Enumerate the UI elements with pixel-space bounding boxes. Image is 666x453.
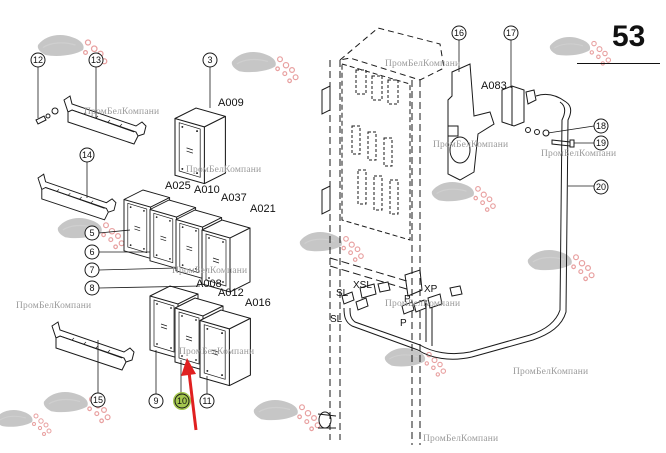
svg-text:10: 10 [177,396,187,406]
watermark-text: ПромБелКомпани [385,299,461,309]
connector-label-xsl: XSL [353,280,372,291]
bracket-part-13 [63,95,147,145]
watermark-text: ПромБелКомпани [513,367,589,377]
watermark-text: ПромБелКомпани [186,165,262,175]
washers-part-18 [525,127,550,137]
svg-text:17: 17 [506,28,516,38]
part-code-a012: A012 [218,287,244,299]
part-code-a037: A037 [221,192,247,204]
leader-lines [37,40,595,396]
callout-12[interactable]: 12 [30,52,46,68]
svg-text:9: 9 [153,396,158,406]
watermark-text: ПромБелКомпани [423,434,499,444]
part-code-a008: A008 [196,278,222,290]
callout-3[interactable]: 3 [202,52,218,68]
chassis-frame [317,27,445,445]
watermark-text: ПромБелКомпани [172,266,248,276]
callout-16[interactable]: 16 [451,25,467,41]
screw-part-12 [35,107,59,125]
part-code-a025: A025 [165,180,191,192]
callout-11[interactable]: 11 [199,393,215,409]
callout-19[interactable]: 19 [593,135,609,151]
part-code-a016: A016 [245,297,271,309]
svg-text:19: 19 [596,138,606,148]
bolt-part-19 [551,139,575,148]
red-arrow-indicator [181,358,198,431]
svg-text:11: 11 [202,396,211,406]
svg-text:12: 12 [33,55,43,65]
bracket-part-16 [447,63,495,181]
callout-18[interactable]: 18 [593,118,609,134]
bracket-part-15 [51,321,135,371]
svg-text:6: 6 [89,247,94,257]
svg-text:8: 8 [89,283,94,293]
svg-text:14: 14 [82,150,92,160]
svg-text:18: 18 [596,121,606,131]
part-code-a009: A009 [218,97,244,109]
connector-label-xp: XP [424,284,438,295]
svg-text:15: 15 [93,395,103,405]
svg-text:7: 7 [89,265,94,275]
page-number: 53 [612,20,646,53]
connector-label-sl-bottom: SL [330,314,343,325]
svg-text:20: 20 [596,182,606,192]
callout-13[interactable]: 13 [88,52,104,68]
part-code-a021: A021 [250,203,276,215]
watermark-text: ПромБелКомпани [541,149,617,159]
callout-20[interactable]: 20 [593,179,609,195]
callout-7[interactable]: 7 [84,262,100,278]
part-code-a083: A083 [481,80,507,92]
callout-6[interactable]: 6 [84,244,100,260]
watermark-logo [253,399,321,432]
part-code-a010: A010 [194,184,220,196]
connector-label-sl-top: SL [336,288,349,299]
watermark-logo [549,36,612,66]
svg-text:5: 5 [89,228,94,238]
watermark-text: ПромБелКомпани [433,140,509,150]
connector-label-p-top: P [404,294,411,305]
bracket-part-14 [37,173,117,221]
callout-17[interactable]: 17 [503,25,519,41]
watermark-logo [299,231,364,262]
watermark-text: ПромБелКомпани [385,59,461,69]
callout-15[interactable]: 15 [90,392,106,408]
svg-text:13: 13 [91,55,101,65]
callout-8[interactable]: 8 [84,280,100,296]
watermark-logo [384,347,447,377]
callout-9[interactable]: 9 [148,393,164,409]
connector-label-p-bottom: P [400,318,407,329]
callout-5[interactable]: 5 [84,225,100,241]
watermark-logo [431,181,496,212]
page-number-underline [577,63,660,64]
callout-14[interactable]: 14 [79,147,95,163]
watermark-text: ПромБелКомпани [84,107,160,117]
connectors-group [341,281,463,315]
watermark-text: ПромБелКомпани [179,347,255,357]
callout-10-highlighted[interactable]: 10 [173,392,191,410]
watermark-text: ПромБелКомпани [16,301,92,311]
module-a083 [501,85,567,127]
svg-text:3: 3 [207,55,212,65]
watermark-logo [0,409,52,436]
svg-text:16: 16 [454,28,464,38]
watermark-logo [231,51,299,84]
